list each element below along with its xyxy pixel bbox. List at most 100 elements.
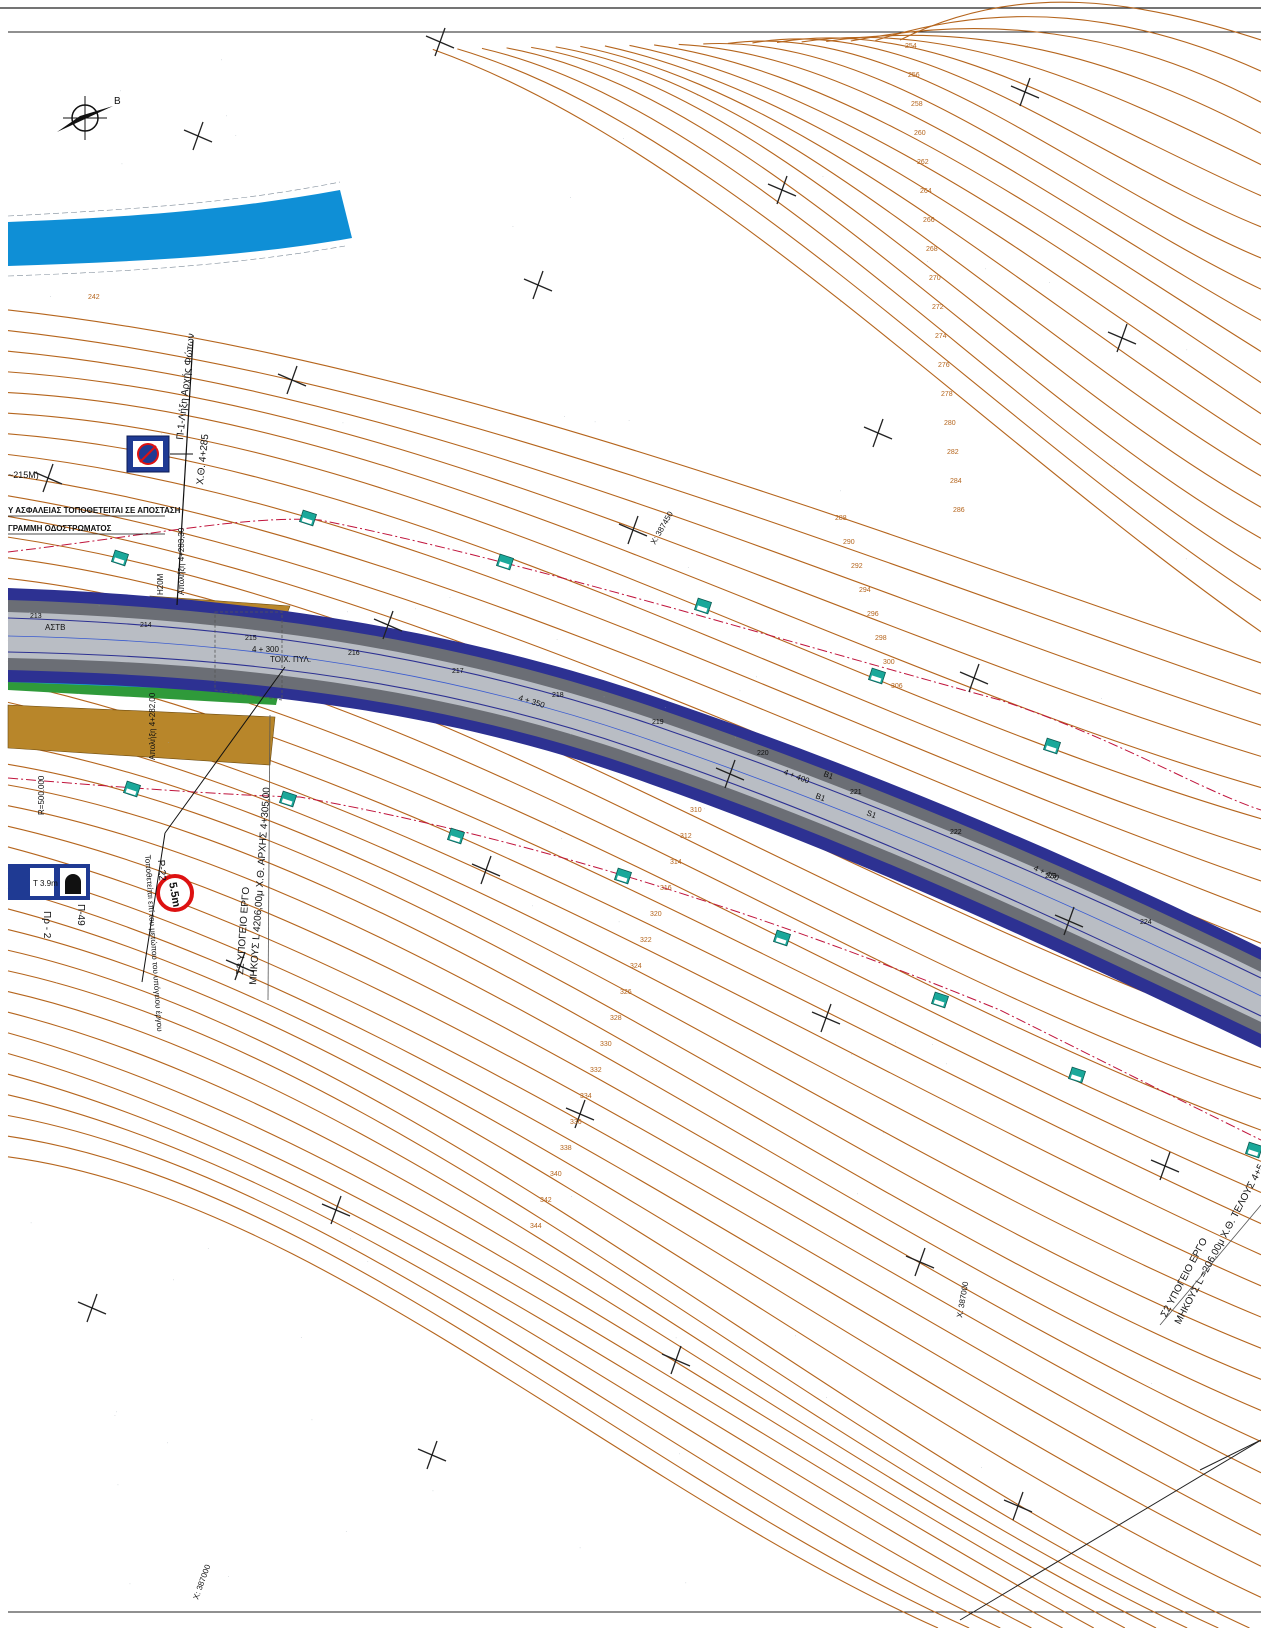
- spot-height: ·: [345, 1529, 347, 1535]
- safety-marker: [693, 597, 713, 615]
- spot-height: ·: [78, 691, 80, 697]
- survey-cross-icon: [1010, 77, 1040, 107]
- contour-line: [678, 43, 1261, 321]
- contour-label: 300: [883, 659, 895, 666]
- b1-label-1: B1: [822, 769, 835, 781]
- north-arrow-icon: B: [57, 96, 121, 140]
- contour-line: [7, 867, 1261, 1505]
- range-note: ~215M): [8, 470, 39, 480]
- spot-height: ·: [675, 1335, 677, 1341]
- contour-label: 334: [580, 1093, 592, 1100]
- contour-line: [7, 412, 1261, 820]
- contour-line: [7, 929, 1261, 1598]
- contour-line: [7, 763, 1261, 1349]
- contour-label: 270: [929, 275, 941, 282]
- spot-height: ·: [603, 695, 605, 701]
- contour-label: 292: [851, 563, 863, 570]
- spot-height: ·: [173, 1278, 175, 1284]
- survey-cross-icon: [277, 365, 307, 395]
- contour-label: 312: [680, 833, 692, 840]
- spot-height: ·: [114, 1413, 116, 1419]
- contour-label: 290: [843, 539, 855, 546]
- spot-height: ·: [840, 488, 842, 494]
- spot-height: ·: [129, 1581, 131, 1587]
- spot-height: ·: [56, 981, 58, 987]
- contour-label: 268: [926, 246, 938, 253]
- contour-line: [899, 1, 1261, 41]
- safety-note-line2: ΓΡΑΜΜΗ ΟΔΟΣΤΡΩΜΑΤΟΣ: [8, 524, 112, 533]
- road-profile-label: 224: [1140, 919, 1152, 926]
- spot-height: ·: [628, 418, 630, 424]
- spot-height: ·: [556, 637, 558, 643]
- spot-height: ·: [449, 595, 451, 601]
- sign-r22-leader-2: [164, 666, 286, 834]
- spot-height: ·: [117, 1482, 119, 1488]
- spot-height: ·: [350, 1237, 352, 1243]
- spot-height: ·: [161, 432, 163, 438]
- contour-line: [7, 1011, 1157, 1629]
- spot-height: ·: [121, 161, 123, 167]
- spot-height: ·: [564, 414, 566, 420]
- spot-height: ·: [981, 1465, 983, 1471]
- safety-marker: [1042, 737, 1062, 755]
- contour-line: [580, 45, 1261, 446]
- survey-cross-icon: [225, 951, 255, 981]
- contour-label: 330: [600, 1041, 612, 1048]
- spot-height: ·: [347, 609, 349, 615]
- h-label: H20M: [156, 573, 165, 595]
- spot-height: ·: [984, 266, 986, 272]
- survey-cross-icon: [565, 1099, 595, 1129]
- contour-label: 254: [905, 43, 917, 50]
- contour-line: [727, 40, 1261, 259]
- contour-label: 242: [88, 294, 100, 301]
- contour-label: 306: [891, 683, 903, 690]
- river-bank-line: [7, 181, 341, 217]
- spot-height: ·: [883, 1130, 885, 1136]
- contour-line: [604, 45, 1261, 415]
- spot-height: ·: [116, 1409, 118, 1415]
- contour-label: 314: [670, 859, 682, 866]
- road-profile-label: 223: [1045, 873, 1057, 880]
- spot-height: ·: [735, 735, 737, 741]
- speed-limit-sign: 5.5m: [156, 874, 194, 912]
- spot-height: ·: [342, 421, 344, 427]
- spot-height: ·: [301, 512, 303, 518]
- spot-height: ·: [247, 524, 249, 530]
- contour-line: [432, 48, 1261, 633]
- road-profile-label: 219: [652, 719, 664, 726]
- contour-label: 310: [690, 807, 702, 814]
- spot-height: ·: [579, 1545, 581, 1551]
- safety-note-line1: Υ ΑΣΦΑΛΕΙΑΣ ΤΟΠΟΘΕΤΕΙΤΑΙ ΣΕ ΑΠΟΣΤΑΣΗ: [8, 506, 181, 515]
- tunnel-end-leader: [1159, 1204, 1261, 1326]
- contour-label: 322: [640, 937, 652, 944]
- road-outer-edge: [8, 588, 1261, 1048]
- survey-cross-icon: [77, 1293, 107, 1323]
- survey-cross-icon: [321, 1195, 351, 1225]
- spot-height: ·: [1067, 1547, 1069, 1553]
- sign-p49-label: Π-49: [75, 904, 86, 926]
- contour-line: [7, 743, 1261, 1318]
- spot-height: ·: [1151, 1381, 1153, 1387]
- safety-marker: [613, 867, 633, 885]
- tunnel-portal-section: [214, 611, 283, 701]
- survey-cross-icon: [33, 463, 63, 493]
- contour-label: 332: [590, 1067, 602, 1074]
- spot-height: ·: [29, 610, 31, 616]
- tunnel-start-leader: [267, 714, 271, 1001]
- contour-line: [457, 48, 1261, 602]
- spot-height: ·: [186, 401, 188, 407]
- spot-heights: ········································…: [29, 57, 1188, 1587]
- spot-height: ·: [687, 565, 689, 571]
- safety-line-lower: [7, 777, 1261, 1141]
- contour-line: [555, 46, 1261, 477]
- road-profile-label: 220: [757, 750, 769, 757]
- contour-line: [629, 44, 1261, 384]
- spot-height: ·: [571, 1194, 573, 1200]
- road-profile-label: 215: [245, 635, 257, 642]
- river: [8, 190, 352, 266]
- contour-line: [7, 1114, 1001, 1629]
- spot-height: ·: [739, 689, 741, 695]
- survey-cross-icon: [417, 1440, 447, 1470]
- contour-line: [654, 44, 1261, 352]
